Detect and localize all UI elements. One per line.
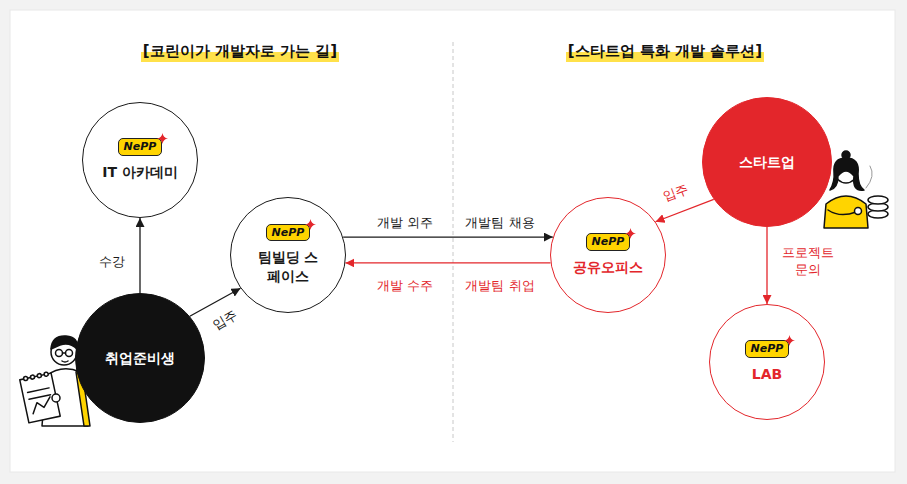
logo-badge: NePP <box>266 224 311 241</box>
circle-node: 스타트업 <box>702 97 832 227</box>
edge-label: 입주 <box>208 305 242 335</box>
logo-sparkle <box>625 228 636 239</box>
edge-label: 개발 수주 <box>375 278 435 295</box>
founder-figure <box>824 151 888 228</box>
circle-node: NePP 팀빌딩 스페이스 <box>230 197 346 313</box>
edge-label: 개발 외주 <box>375 215 435 232</box>
logo-badge: NePP <box>118 138 163 155</box>
logo-sparkle-shape <box>784 335 795 346</box>
node-title: 스타트업 <box>739 153 795 172</box>
circle-node: NePP LAB <box>709 304 825 420</box>
section-heading: [코린이가 개발자로 가는 길] <box>141 42 339 62</box>
node-title: LAB <box>752 365 782 384</box>
edge-label: 입주 <box>659 180 693 206</box>
logo-badge: NePP <box>586 233 631 250</box>
flow-arrow <box>345 262 550 263</box>
node-title: 취업준비생 <box>105 349 175 368</box>
logo-badge: NePP <box>745 340 790 357</box>
node-title: IT 아카데미 <box>102 163 178 182</box>
node-content: 스타트업 <box>739 153 795 172</box>
circle-node: NePP IT 아카데미 <box>82 102 198 218</box>
divider <box>453 42 454 442</box>
node-content: 취업준비생 <box>105 349 175 368</box>
logo-sparkle <box>784 335 795 346</box>
node-title: 공유오피스 <box>573 258 643 277</box>
node-content: NePP 팀빌딩 스페이스 <box>256 224 320 286</box>
logo-sparkle <box>157 133 168 144</box>
logo-sparkle-shape <box>157 133 168 144</box>
logo-sparkle <box>305 219 316 230</box>
panel <box>10 10 895 472</box>
flow-label: 개발팀 취업 <box>465 278 534 295</box>
flow-arrow <box>766 227 767 304</box>
node-content: NePP LAB <box>745 340 790 383</box>
edge-label: 프로젝트 문의 <box>774 245 842 279</box>
circle-node: 취업준비생 <box>75 293 205 423</box>
section-heading: [스타트업 특화 개발 솔루션] <box>566 42 764 62</box>
logo-sparkle-shape <box>625 228 636 239</box>
node-content: NePP 공유오피스 <box>573 233 643 276</box>
flow-arrow <box>343 236 553 237</box>
logo-sparkle-shape <box>305 219 316 230</box>
circle-node: NePP 공유오피스 <box>550 197 666 313</box>
node-content: NePP IT 아카데미 <box>102 138 178 181</box>
flow-label: 개발팀 채용 <box>465 215 534 232</box>
edge-label: 수강 <box>97 254 127 271</box>
flow-arrow <box>139 218 140 293</box>
node-title: 팀빌딩 스페이스 <box>256 248 320 286</box>
